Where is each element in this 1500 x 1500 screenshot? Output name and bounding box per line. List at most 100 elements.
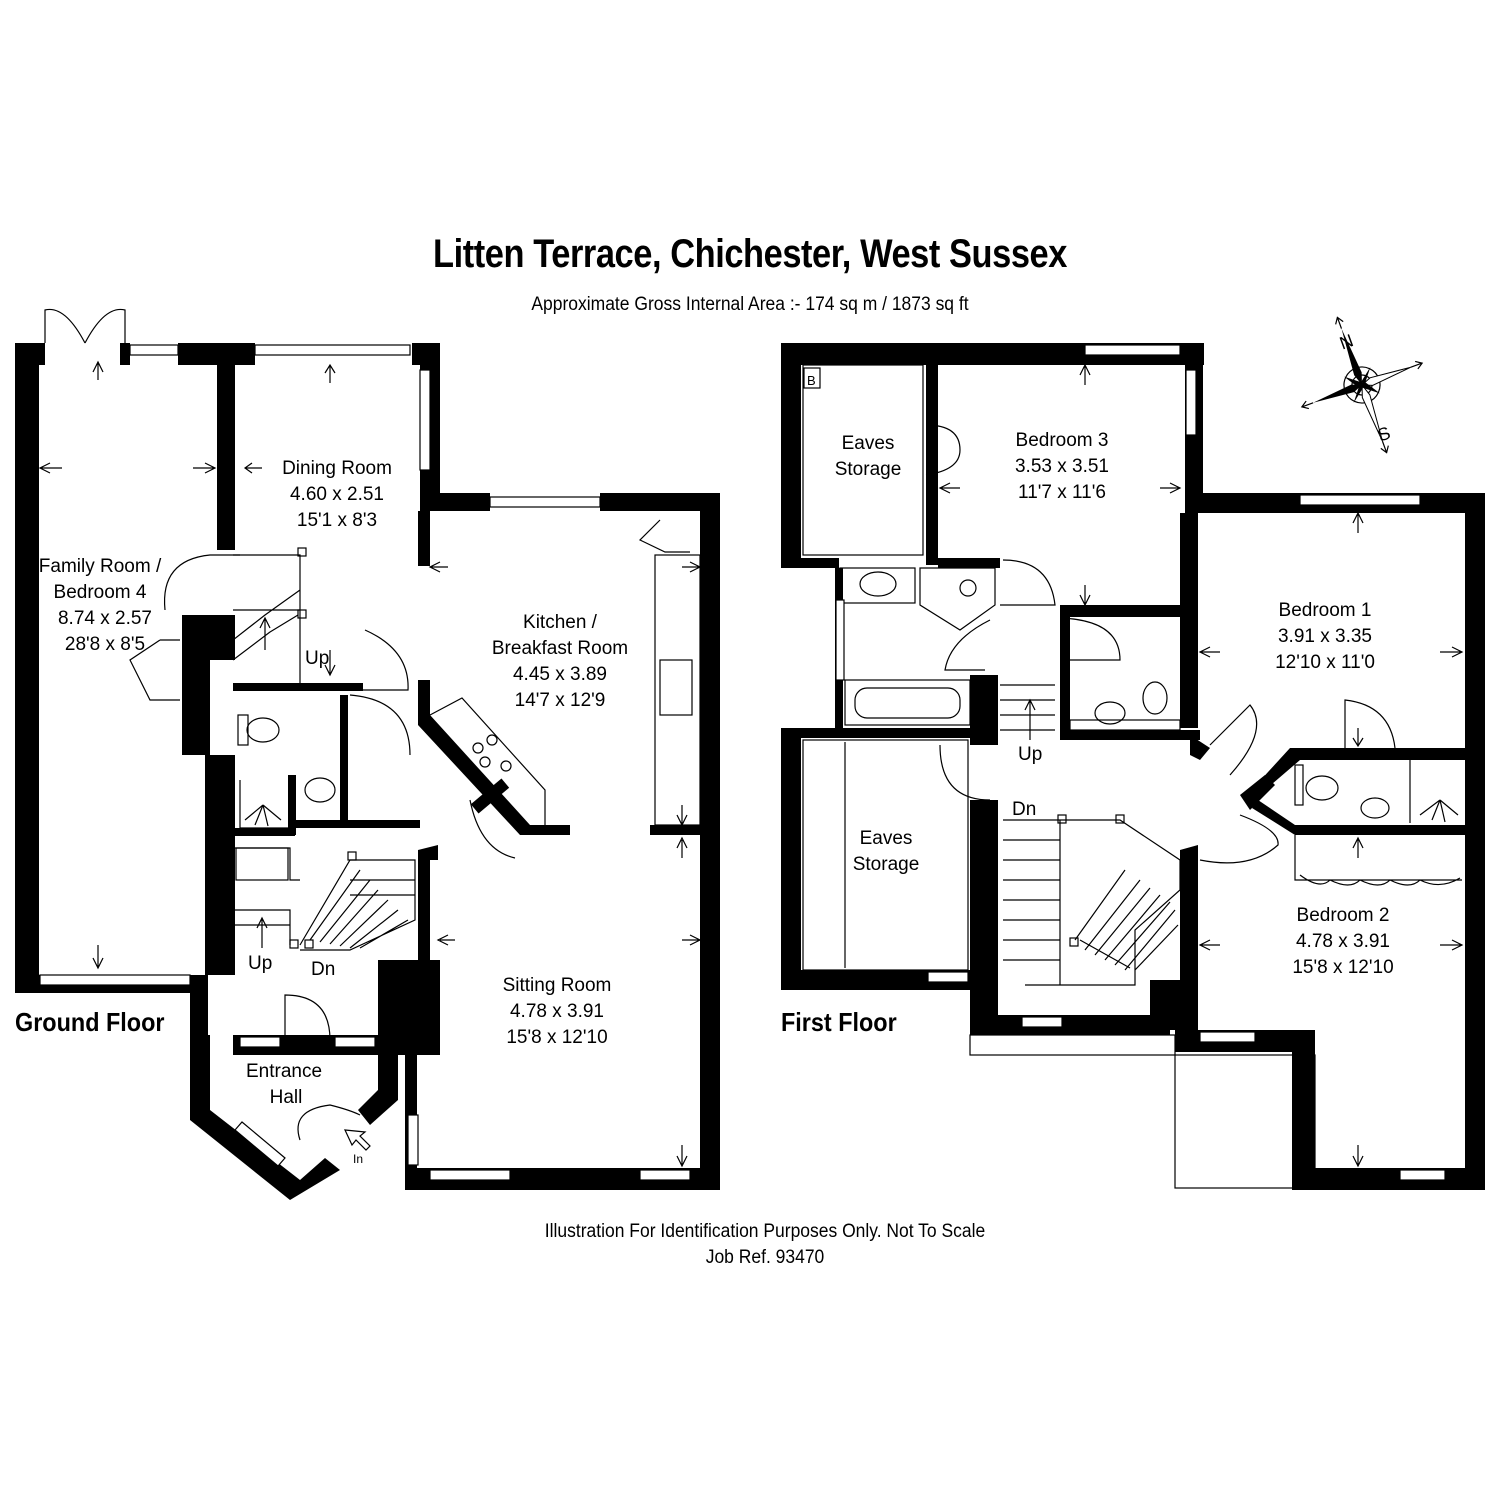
door bbox=[939, 744, 991, 801]
wall bbox=[205, 755, 235, 975]
wall bbox=[1252, 800, 1465, 835]
wall bbox=[470, 778, 510, 814]
wall bbox=[781, 728, 801, 988]
room-name: Bedroom 4 bbox=[54, 582, 147, 603]
stairs bbox=[233, 847, 300, 945]
room-dimensions-metric: 4.60 x 2.51 bbox=[290, 484, 384, 505]
toilet-icon bbox=[237, 714, 249, 746]
shower-icon bbox=[959, 579, 977, 597]
room-dimensions-metric: 4.78 x 3.91 bbox=[1296, 931, 1390, 952]
cupboard bbox=[235, 847, 289, 881]
bath-icon bbox=[854, 687, 961, 719]
door bbox=[1059, 617, 1121, 661]
basin-icon bbox=[859, 571, 897, 597]
plan-title: Litten Terrace, Chichester, West Sussex bbox=[433, 232, 1067, 276]
room-name: Sitting Room bbox=[503, 975, 612, 996]
door bbox=[297, 1104, 361, 1141]
door bbox=[129, 639, 180, 701]
room-name: Entrance bbox=[246, 1061, 322, 1082]
door bbox=[638, 519, 690, 553]
basin-icon bbox=[304, 777, 336, 803]
room-name: Bedroom 3 bbox=[1016, 430, 1109, 451]
room-dimensions-imperial: 11'7 x 11'6 bbox=[1018, 482, 1106, 503]
window bbox=[254, 344, 411, 356]
stair-post bbox=[297, 609, 307, 619]
room-name: Hall bbox=[270, 1087, 303, 1108]
room-dimensions-imperial: 15'8 x 12'10 bbox=[1292, 957, 1393, 978]
wall bbox=[700, 493, 720, 1188]
wall bbox=[781, 558, 839, 568]
stair-up-label: Up bbox=[305, 648, 329, 669]
window bbox=[1021, 1016, 1063, 1028]
roof-outline bbox=[969, 1034, 1176, 1056]
hob-unit bbox=[429, 697, 546, 825]
door bbox=[944, 619, 991, 671]
sink-icon bbox=[659, 659, 693, 716]
shower-enclosure bbox=[919, 567, 996, 631]
wall bbox=[378, 960, 440, 1055]
entrance-label: In bbox=[353, 1152, 363, 1166]
counter bbox=[1069, 719, 1181, 731]
wall bbox=[781, 728, 971, 738]
hob-icon bbox=[472, 734, 512, 772]
stair-post bbox=[289, 939, 299, 949]
wall bbox=[1465, 493, 1485, 1190]
wall bbox=[938, 558, 1000, 568]
stair-post bbox=[1115, 814, 1125, 824]
window bbox=[1399, 1169, 1446, 1181]
window bbox=[1185, 369, 1197, 436]
toilet-icon bbox=[1142, 681, 1168, 715]
window bbox=[639, 1169, 691, 1181]
shower-icon bbox=[239, 780, 290, 829]
wall bbox=[190, 975, 208, 1035]
room-name: Eaves bbox=[842, 433, 895, 454]
door bbox=[163, 554, 240, 611]
shower-icon bbox=[1419, 799, 1459, 823]
wardrobe bbox=[1294, 835, 1462, 886]
window bbox=[429, 1169, 511, 1181]
door bbox=[284, 994, 331, 1041]
door bbox=[1000, 559, 1056, 606]
room-dimensions-imperial: 14'7 x 12'9 bbox=[515, 690, 606, 711]
wall bbox=[233, 683, 363, 691]
wall bbox=[15, 343, 45, 365]
boiler-box bbox=[803, 367, 821, 389]
wall bbox=[970, 1015, 1170, 1035]
wall bbox=[233, 828, 295, 836]
stair-post bbox=[1057, 814, 1067, 824]
toilet-icon bbox=[1294, 764, 1304, 806]
room-name: Family Room / bbox=[39, 556, 162, 577]
window bbox=[334, 1036, 376, 1048]
wall bbox=[420, 493, 490, 511]
shower-icon bbox=[244, 804, 282, 827]
stair-post bbox=[347, 851, 357, 861]
wall bbox=[926, 365, 938, 565]
wall bbox=[1292, 1030, 1315, 1190]
wall bbox=[970, 800, 998, 1035]
dimension-arrows bbox=[938, 363, 1464, 1168]
wall bbox=[418, 680, 570, 835]
window bbox=[1299, 494, 1421, 506]
window bbox=[239, 1036, 281, 1048]
wall bbox=[1292, 1168, 1485, 1190]
wall bbox=[781, 343, 801, 558]
wall bbox=[217, 343, 235, 473]
wall bbox=[288, 775, 296, 835]
window bbox=[1199, 1031, 1256, 1043]
stairs bbox=[299, 859, 416, 951]
compass-icon bbox=[1300, 316, 1424, 454]
stairs bbox=[1074, 869, 1179, 971]
room-name: Storage bbox=[853, 854, 920, 875]
wall bbox=[650, 825, 700, 835]
boiler-label: B bbox=[807, 373, 816, 388]
dimension-arrows bbox=[38, 360, 702, 1168]
window bbox=[39, 974, 191, 986]
gross-internal-area: Approximate Gross Internal Area :- 174 s… bbox=[531, 294, 969, 315]
basin-icon bbox=[1094, 701, 1126, 725]
stairs bbox=[1000, 684, 1055, 731]
wall bbox=[1190, 735, 1210, 760]
wall bbox=[217, 470, 235, 550]
stair-up-label: Up bbox=[248, 953, 272, 974]
